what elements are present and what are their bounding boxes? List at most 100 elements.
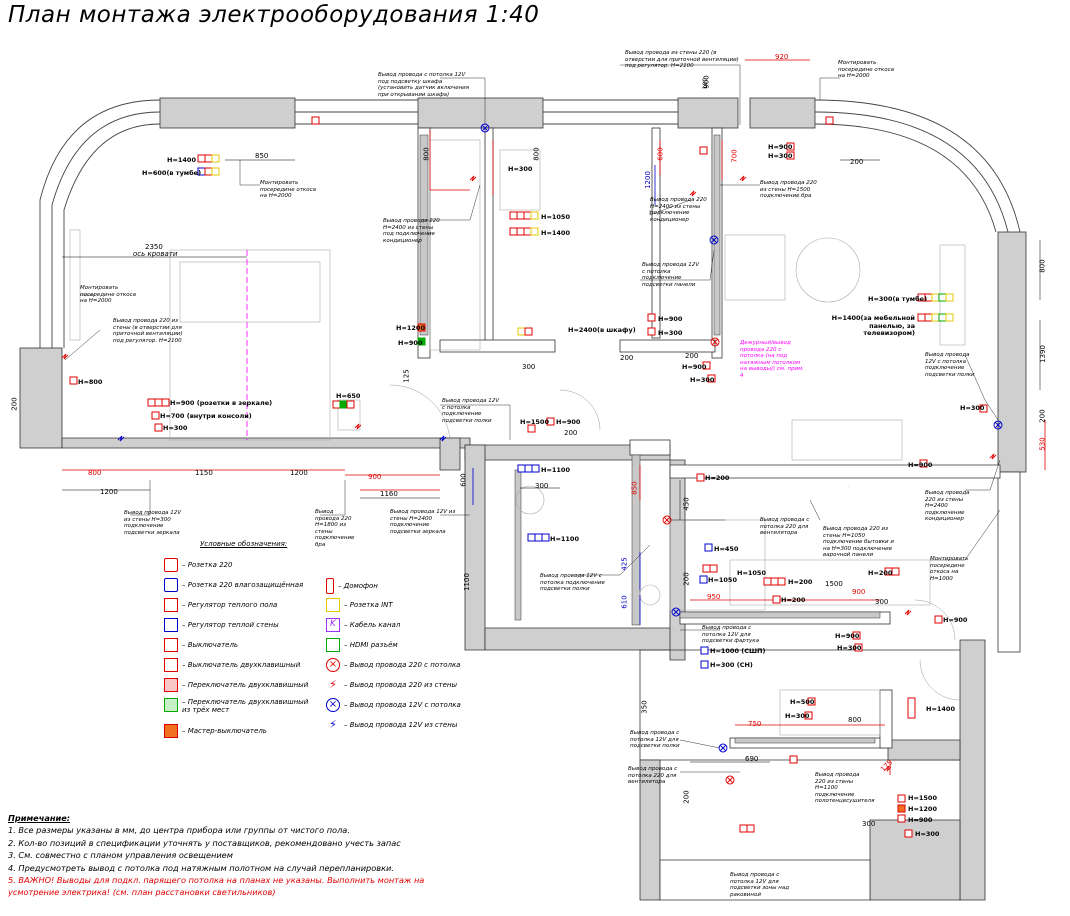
height-label: H=300 (163, 424, 188, 432)
door-swings (389, 384, 961, 701)
callout: Вывод провода с потолка 12V для подсветк… (702, 625, 759, 644)
socket-icon (917, 293, 954, 302)
note-item: 1. Все размеры указаны в мм, до центра п… (8, 825, 350, 836)
black-dimensions (62, 159, 1041, 763)
dimension-label: 200 (620, 354, 634, 362)
legend-item: – Регулятор теплого пола (164, 598, 277, 612)
height-label: H=300 (658, 329, 683, 337)
height-label: H=300(в тумбе) (868, 295, 928, 303)
height-label: H=300 (768, 152, 793, 160)
callout: Вывод провода 12V с потолка подключение … (540, 573, 605, 592)
height-label: H=1500 (520, 418, 549, 426)
height-label: H=900 (398, 339, 423, 347)
height-label: H=1200 (908, 805, 937, 813)
dimension-label: 530 (1038, 437, 1047, 451)
dimension-label: 100 (702, 77, 710, 90)
intercom-icon (326, 578, 334, 594)
socket-icon (739, 824, 755, 833)
dimension-label: 200 (10, 397, 19, 411)
dimension-label: 350 (640, 700, 649, 714)
wall-220-icon (739, 175, 747, 182)
network-socket-icon (326, 598, 340, 612)
height-label: H=1000 (СШП) (710, 647, 766, 655)
note-item: 4. Предусмотреть вывод с потолка под нат… (8, 862, 394, 873)
dimension-label: 610 (620, 595, 629, 609)
callout: Вывод провода 220 из стены H=1050 подклю… (823, 526, 894, 558)
legend-item: – Домофон (326, 578, 378, 594)
leader-lines (64, 64, 1001, 773)
note-item: 2. Кол-во позиций в спецификации уточнят… (8, 837, 401, 848)
wall-220-icon (61, 353, 69, 360)
socket-icon (897, 794, 913, 838)
dimension-label: 850 (630, 481, 639, 495)
legend-item: – Переключатель двухклавишный (164, 678, 308, 692)
height-label: H=300 (837, 644, 862, 652)
switch-icon (164, 638, 178, 652)
dimension-label: 1390 (1038, 345, 1047, 363)
hatched-partitions (419, 134, 881, 744)
legend-item: ⚡– Вывод провода 12V из стены (326, 718, 457, 732)
height-label: H=200 (788, 578, 813, 586)
wall-12v-icon (117, 435, 125, 442)
dimension-label: 300 (875, 598, 889, 606)
wall-220-icon (904, 609, 912, 616)
height-label: H=900 (768, 143, 793, 151)
height-label: H=500 (790, 698, 815, 706)
bed-axis (62, 250, 248, 440)
wall-220-icon (884, 765, 892, 772)
legend-item: – Розетка INT (326, 598, 393, 612)
height-label: H=1400 (167, 156, 196, 164)
socket-icon (197, 154, 220, 163)
height-label: H=1500 (908, 794, 937, 802)
pass-switch-icon (164, 678, 178, 692)
hdmi-icon (326, 638, 340, 652)
dimension-label: 1200 (643, 171, 652, 189)
height-label: H=1050 (737, 569, 766, 577)
wall-12v-icon (439, 435, 447, 442)
socket-icon (332, 400, 355, 409)
legend-item: – Выключатель (164, 638, 238, 652)
height-label: H=200 (781, 596, 806, 604)
dimension-label: 200 (850, 158, 864, 166)
wall-220-icon (989, 453, 997, 460)
callout: Вывод провода 220 H=2400 из стены подклю… (650, 197, 707, 223)
socket-icon (147, 398, 170, 407)
callout: Вывод провода с потолка 12V для подсветк… (730, 872, 790, 898)
callout: Вывод провода 220 из стены (в отверстии … (113, 318, 183, 344)
callout: Вывод провода с потолка 12V под подсветк… (378, 72, 470, 98)
height-label: H=300 (785, 712, 810, 720)
legend-item: – Регулятор теплой стены (164, 618, 279, 632)
dimension-label: 690 (745, 755, 759, 763)
height-label: H=2400(в шкафу) (568, 326, 636, 334)
socket-icon (509, 211, 539, 220)
ceiling-12v-icon (993, 420, 1003, 430)
dimension-label: 800 (422, 147, 431, 161)
wall-outputs (61, 175, 997, 772)
wall-heating-icon (164, 618, 178, 632)
legend-item: – Выключатель двухклавишный (164, 658, 300, 672)
legend-heading: Условные обозначения: (200, 540, 288, 548)
height-label: H=900 (943, 616, 968, 624)
dimension-label: 1150 (195, 469, 213, 477)
height-label: H=1100 (550, 535, 579, 543)
height-label: H=300 (508, 165, 533, 173)
ceiling-12v-icon (480, 123, 490, 133)
double-switch-icon (164, 658, 178, 672)
socket-icon (527, 533, 550, 542)
dimension-label: 425 (620, 557, 629, 571)
dimension-label: 900 (368, 473, 382, 481)
height-label: H=300 (690, 376, 715, 384)
height-label: H=1100 (541, 466, 570, 474)
dimension-label: 900 (852, 588, 866, 596)
dimension-label: 750 (748, 720, 762, 728)
furniture (69, 139, 966, 736)
notes-heading: Примечание: (8, 813, 71, 823)
legend-item: ×– Вывод провода 220 с потолка (326, 658, 460, 672)
height-label: H=1050 (708, 576, 737, 584)
cable-channel-icon: K (326, 618, 340, 632)
dimension-label: 600 (656, 147, 665, 161)
height-label: H=900 (908, 816, 933, 824)
bed-axis-label: ось кровати (133, 250, 178, 258)
dimension-label: 800 (848, 716, 862, 724)
callout: Вывод провода с потолка 220 для вентилят… (760, 517, 810, 536)
